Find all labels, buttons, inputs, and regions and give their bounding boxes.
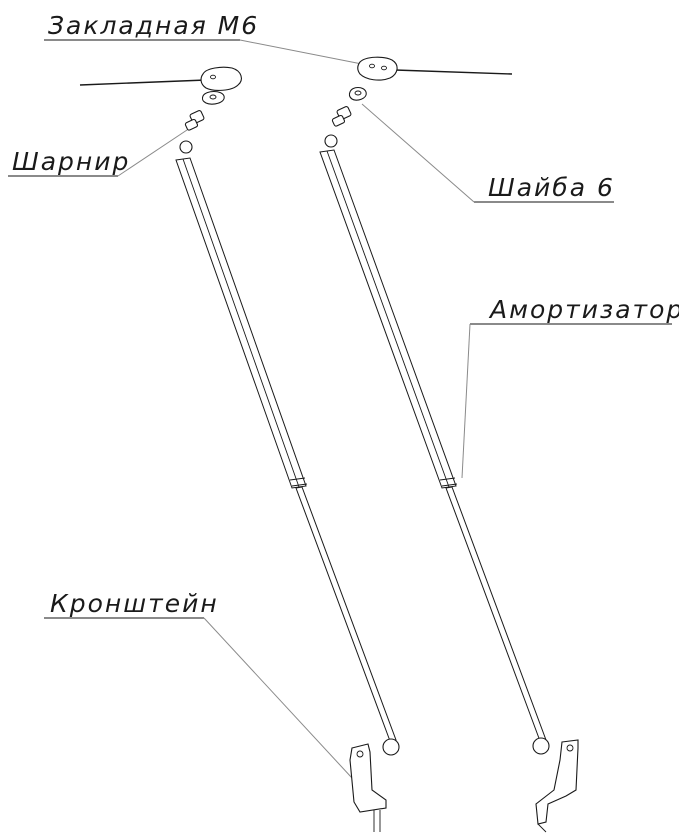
right-bracket — [535, 739, 579, 833]
right-strut-rod — [445, 486, 550, 755]
right-assembly — [319, 56, 579, 833]
callout-hinge-leader — [117, 127, 191, 177]
left-ball-hinge — [179, 110, 205, 154]
right-washer — [348, 86, 367, 101]
callout-bracket: Кронштейн — [44, 589, 353, 779]
callout-shock-absorber: Амортизатор — [461, 295, 679, 479]
callout-embed-m6: Закладная М6 — [44, 11, 373, 67]
right-ball-hinge — [324, 106, 352, 148]
callout-washer-6: Шайба 6 — [361, 103, 615, 203]
callout-embed-m6-leader — [239, 39, 373, 67]
right-embed-plate — [357, 56, 513, 81]
left-strut-cylinder — [175, 157, 308, 489]
callout-bracket-label: Кронштейн — [50, 589, 219, 618]
callout-washer-6-leader — [361, 103, 475, 203]
callout-bracket-leader — [203, 617, 353, 779]
callout-embed-m6-label: Закладная М6 — [48, 11, 259, 40]
left-embed-plate — [79, 66, 242, 91]
left-bracket — [349, 743, 387, 832]
left-assembly — [79, 66, 400, 832]
right-strut-cylinder — [319, 149, 458, 489]
left-washer — [201, 90, 225, 105]
callout-shock-absorber-leader — [461, 323, 471, 479]
callout-hinge-label: Шарнир — [12, 147, 130, 176]
callout-shock-absorber-label: Амортизатор — [488, 295, 679, 324]
left-strut-rod — [295, 486, 400, 756]
callout-hinge: Шарнир — [8, 127, 191, 177]
callout-washer-6-label: Шайба 6 — [488, 173, 615, 202]
